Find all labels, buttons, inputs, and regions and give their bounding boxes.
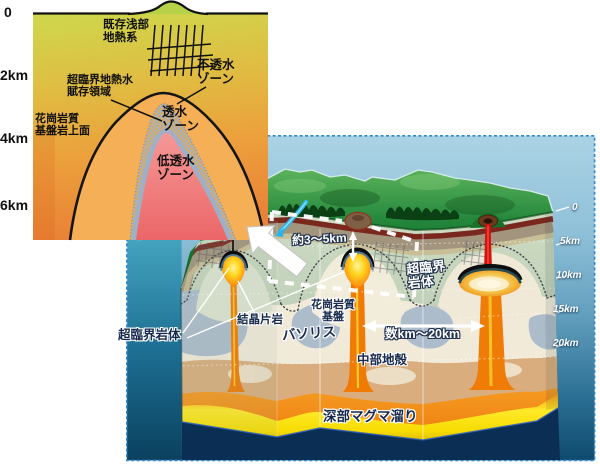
magma-body-middle bbox=[340, 247, 375, 288]
inset-diagram bbox=[33, 0, 268, 242]
river-flow-arrow-icon bbox=[274, 228, 284, 237]
inset-depth-tick-2km: 2km bbox=[0, 67, 29, 83]
depth-annotation-arrow bbox=[349, 231, 357, 262]
magma-conduits bbox=[227, 282, 515, 392]
basement-top-curve bbox=[68, 91, 265, 241]
zoom-link-arrow-icon bbox=[246, 225, 308, 278]
block-depth-tick-15km: 15km bbox=[553, 304, 579, 315]
inset-depth-tick-4km: 4km bbox=[0, 130, 29, 146]
inset-depth-tick-0: 0 bbox=[4, 4, 12, 20]
label-crystalline-schist: 結晶片岩 bbox=[237, 314, 283, 326]
surface-hill bbox=[128, 1, 208, 14]
supercritical-region-pointer bbox=[110, 99, 163, 122]
low-permeability-zone-shape bbox=[136, 132, 228, 240]
volcano bbox=[470, 212, 506, 269]
cutaway-left-background bbox=[127, 240, 182, 460]
terrain-surface bbox=[181, 168, 554, 288]
block-diagram-panel bbox=[126, 135, 596, 462]
block-depth-tick-5km: 5km bbox=[560, 236, 581, 247]
label-low-permeability-zone: 低透水 ゾーン bbox=[157, 154, 195, 183]
label-depth-annotation: 約3〜5km bbox=[291, 230, 347, 248]
callout-lines bbox=[182, 267, 345, 339]
magma-body-right bbox=[457, 263, 523, 297]
crust-block-face bbox=[181, 212, 558, 440]
deep-magma-reservoir-layer bbox=[182, 394, 558, 440]
label-supercritical-rock-body-callout: 超臨界 岩体 bbox=[405, 258, 446, 291]
label-supercritical-rock-body: 超臨界岩体 bbox=[118, 328, 181, 342]
block-depth-tick-10km: 10km bbox=[556, 270, 582, 281]
width-annotation-arrow bbox=[362, 320, 485, 332]
block-depth-tick-0: 0 bbox=[572, 202, 578, 213]
label-supercritical-geothermal-water-region: 超臨界地熱水 賦存領域 bbox=[67, 74, 133, 99]
block-depth-tick-20km: 20km bbox=[553, 338, 579, 349]
label-granitic-basement: 花崗岩質 基盤 bbox=[311, 299, 355, 324]
label-impermeable-zone: 不透水 ゾーン bbox=[197, 58, 235, 87]
label-middle-crust: 中部地殻 bbox=[357, 353, 408, 367]
label-deep-magma-reservoir: 深部マグマ溜り bbox=[323, 409, 418, 424]
mountain-ridge-highlight bbox=[262, 168, 554, 213]
magma-body-left bbox=[219, 240, 249, 287]
surface-mound bbox=[344, 211, 372, 231]
fracture-grid-marks bbox=[195, 240, 492, 276]
well-grid-icon bbox=[146, 24, 216, 77]
label-permeable-zone: 透水 ゾーン bbox=[162, 105, 199, 134]
impermeable-zone-pointer bbox=[176, 86, 207, 105]
label-existing-shallow-geothermal-system: 既存浅部 地熱系 bbox=[103, 19, 149, 44]
depth-scale bbox=[555, 206, 570, 348]
inset-depth-tick-6km: 6km bbox=[0, 197, 29, 213]
label-width-annotation: 数km〜20km bbox=[385, 327, 461, 341]
river bbox=[274, 199, 309, 237]
label-granitic-basement-top-surface: 花崗岩質 基盤岩上面 bbox=[35, 113, 90, 138]
